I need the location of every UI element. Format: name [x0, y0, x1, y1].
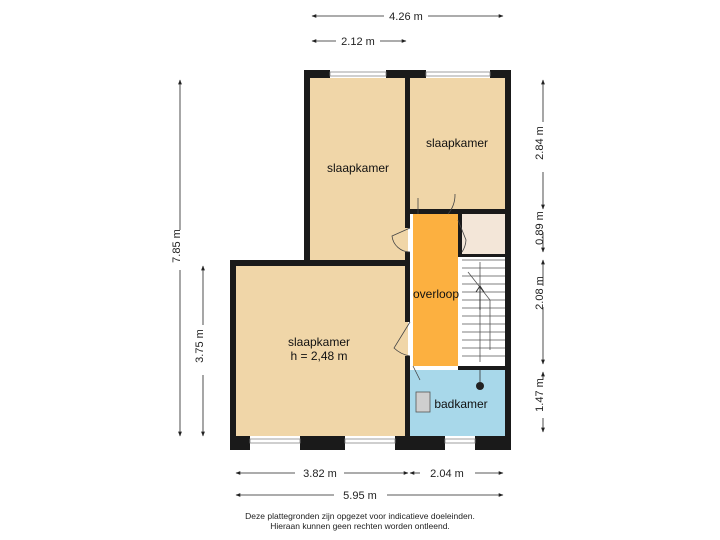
dimension-left-lower: 3.75 m	[194, 329, 206, 363]
sink-icon	[415, 391, 431, 413]
dimension-right-4: 1.47 m	[534, 378, 546, 412]
dimension-bottom-right: 2.04 m	[430, 468, 464, 480]
dimension-right-3: 2.08 m	[534, 276, 546, 310]
room-label-bedroom-large: slaapkamer	[288, 335, 350, 349]
dimension-bottom-total: 5.95 m	[343, 490, 377, 502]
room-label-bedroom-top-left: slaapkamer	[327, 161, 389, 175]
bedroom-top-right-area	[410, 78, 505, 209]
bedroom-large-area	[236, 266, 408, 436]
shower-drain-icon	[476, 382, 484, 390]
dimension-right-1: 2.84 m	[534, 126, 546, 160]
dimension-right-2: 0.89 m	[534, 211, 546, 245]
staircase	[462, 259, 505, 362]
windows	[249, 71, 491, 444]
room-label-bathroom: badkamer	[434, 397, 487, 411]
dimension-left-total: 7.85 m	[171, 229, 183, 263]
room-label-bedroom-top-right: slaapkamer	[426, 136, 488, 150]
dimension-top-total: 4.26 m	[389, 11, 423, 23]
dimension-lines	[178, 14, 545, 497]
dimension-bottom-left: 3.82 m	[303, 468, 337, 480]
room-height-label: h = 2,48 m	[290, 349, 347, 363]
walls	[230, 70, 511, 450]
disclaimer-line-1: Deze plattegronden zijn opgezet voor ind…	[245, 511, 475, 521]
storage-area	[462, 214, 505, 254]
dimension-top-left: 2.12 m	[341, 36, 375, 48]
room-label-landing: overloop	[413, 287, 459, 301]
landing-area	[413, 214, 458, 366]
bedroom-top-left-area	[310, 78, 408, 261]
disclaimer: Deze plattegronden zijn opgezet voor ind…	[0, 511, 720, 531]
disclaimer-line-2: Hieraan kunnen geen rechten worden ontle…	[270, 521, 450, 531]
doors	[391, 193, 467, 381]
